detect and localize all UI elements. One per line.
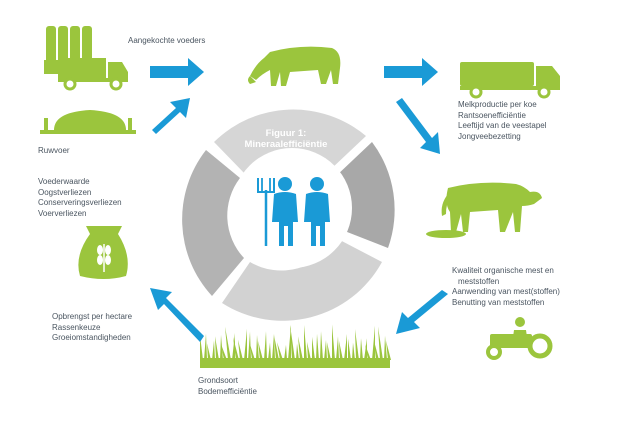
silo-truck-icon [44, 26, 128, 91]
label-roughage: Ruwvoer [38, 146, 70, 155]
label-purchased-feed: Aangekochte voeders [128, 36, 206, 45]
ring-segment-left [182, 150, 244, 296]
farmers-icon [257, 177, 330, 246]
ring-segment-bottom [222, 238, 382, 321]
arrow-silage-to-cow [152, 98, 190, 134]
grass-icon [200, 324, 391, 368]
label-milk-production: Melkproductie per koe Rantsoenefficiënti… [458, 100, 547, 141]
cycle-arrows [150, 58, 448, 342]
ring-segment-top [214, 109, 366, 175]
arrow-feed-to-cow [150, 58, 204, 86]
grain-sack-icon [78, 226, 128, 279]
arrow-grass-to-sack [150, 288, 204, 342]
title-line-1: Figuur 1: [265, 128, 307, 139]
title-line-2: Mineraalefficiëntie [244, 139, 328, 150]
label-feed-losses: Voederwaarde Oogstverliezen Conservering… [38, 177, 122, 218]
manure-cow-icon [426, 182, 542, 238]
label-yield: Opbrengst per hectare Rassenkeuze Groeio… [52, 312, 133, 342]
diagram-title: Figuur 1: Mineraalefficiëntie [236, 128, 336, 150]
cow-icon [248, 46, 341, 86]
arrow-tractor-to-grass [396, 290, 448, 334]
arrow-cow-to-truck [384, 58, 438, 86]
silage-heap-icon [40, 110, 136, 134]
tractor-icon [486, 317, 553, 360]
milk-truck-icon [460, 62, 560, 99]
label-manure: Kwaliteit organische mest en meststoffen… [452, 266, 560, 307]
label-soil: Grondsoort Bodemefficiëntie [198, 376, 257, 396]
arrow-truck-to-manure [396, 98, 440, 154]
